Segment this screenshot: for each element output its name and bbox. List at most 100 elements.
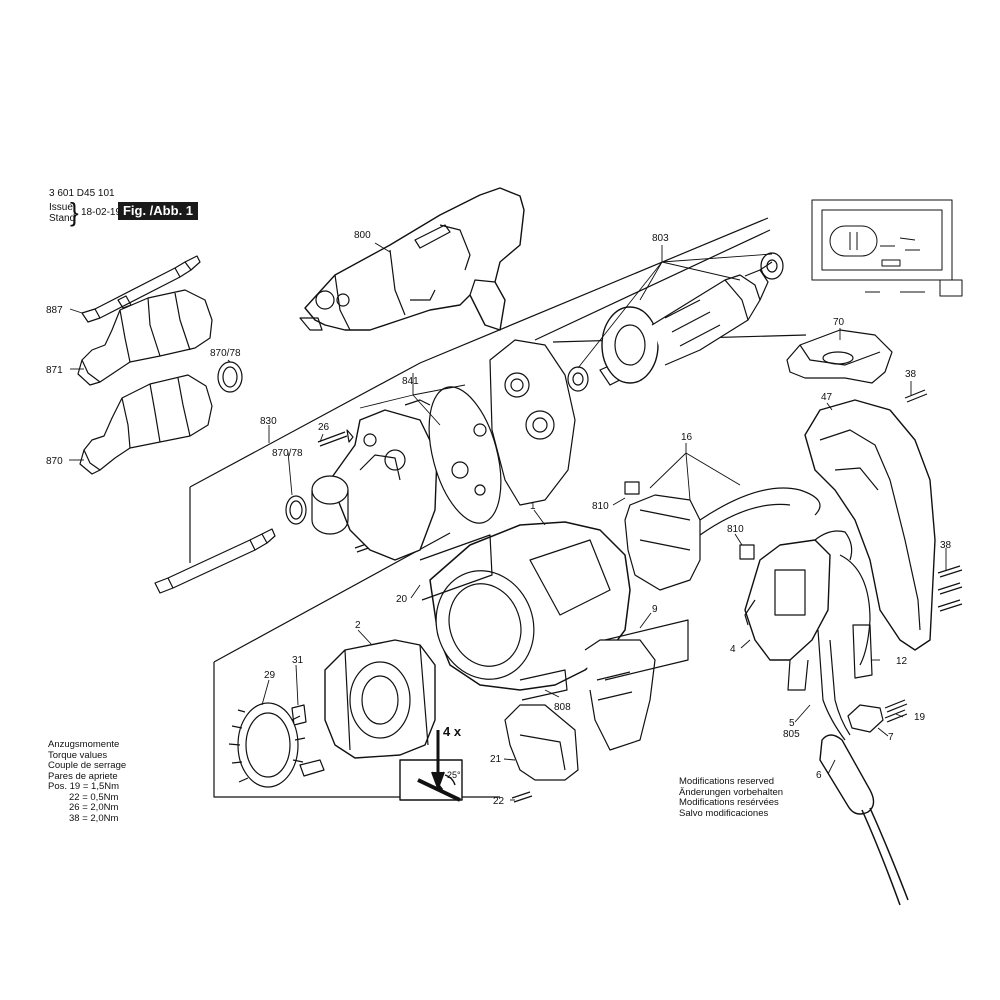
screw-38-right-c [937, 599, 963, 612]
callout-870: 870 [46, 456, 63, 467]
cable-clamp-12 [852, 624, 873, 679]
callout-810-left: 810 [592, 501, 609, 512]
callout-12: 12 [896, 656, 908, 667]
torque-line: 26 = 2,0Nm [69, 802, 119, 813]
modifications-line: Modifications reserved [679, 776, 775, 787]
bit-holder-887 [81, 255, 201, 323]
switch-cover-70 [786, 329, 893, 384]
modifications-line: Änderungen vorbehalten [679, 786, 784, 798]
attachment-nose-800 [299, 187, 525, 331]
cover-21 [504, 704, 579, 781]
callout-887: 887 [46, 305, 63, 316]
screw-26 [317, 431, 348, 447]
callout-70: 70 [833, 317, 845, 328]
modifications-line: Modifications resérvées [679, 797, 779, 808]
frame-line-upper [189, 217, 769, 488]
callout-5: 5 [789, 718, 795, 729]
callout-808: 808 [554, 702, 571, 713]
callout-38-upper: 38 [905, 369, 917, 380]
torque-values-block: Anzugsmomente Torque values Couple de se… [48, 739, 127, 824]
assembly-note-box [399, 730, 463, 802]
bit-holder-lower [154, 528, 276, 594]
brace-glyph: } [70, 197, 79, 227]
torque-line: 22 = 0,5Nm [69, 791, 119, 803]
torque-line: Anzugsmomente [48, 739, 120, 750]
motor-housing-1 [429, 521, 656, 751]
callout-870-78-lower: 870/78 [272, 448, 303, 459]
callout-29: 29 [264, 670, 276, 681]
cable-upper [814, 530, 853, 561]
screw-38-right-b [937, 582, 963, 595]
callout-6: 6 [816, 770, 822, 781]
issue-date: 18-02-19 [81, 207, 122, 218]
callout-803: 803 [652, 233, 669, 244]
callout-22: 22 [493, 796, 505, 807]
frame-line-armature [534, 229, 771, 341]
clamp-plate-7 [847, 704, 884, 733]
callout-810-right: 810 [727, 524, 744, 535]
wiring-schematic [811, 199, 963, 297]
callout-26: 26 [318, 422, 330, 433]
depth-locator-871 [77, 289, 213, 386]
fan-29 [228, 702, 325, 788]
callout-19: 19 [914, 712, 926, 723]
callout-9: 9 [652, 604, 658, 615]
screw-22 [511, 791, 533, 803]
torque-line: Torque values [48, 749, 108, 761]
brush-holder-16 [624, 481, 821, 591]
leader-lines [69, 242, 947, 801]
callout-805: 805 [783, 729, 800, 740]
torque-line: Pos. 19 = 1,5Nm [48, 781, 120, 792]
callout-38-right: 38 [940, 540, 952, 551]
callout-800: 800 [354, 230, 371, 241]
field-2 [324, 639, 436, 759]
power-cord-6 [819, 734, 909, 906]
figure-label: Fig. /Abb. 1 [118, 202, 198, 220]
callout-20: 20 [396, 594, 408, 605]
bearing-plate [489, 339, 576, 506]
callout-870-78-upper: 870/78 [210, 348, 241, 359]
screw-38-upper [904, 389, 928, 403]
callout-7: 7 [888, 732, 894, 743]
modifications-line: Salvo modificaciones [679, 807, 769, 819]
gear-plate-841 [404, 386, 502, 524]
label-20 [419, 534, 493, 601]
part-number: 3 601 D45 101 [49, 188, 115, 199]
label-9 [604, 619, 689, 681]
screw-19-a [884, 699, 908, 713]
callout-16: 16 [681, 432, 693, 443]
label-808 [519, 669, 568, 701]
switch-4 [744, 539, 831, 691]
cable-lower [817, 629, 846, 741]
callout-31: 31 [292, 655, 304, 666]
stand-label: Stand [49, 213, 76, 224]
torque-line: Pares de apriete [48, 770, 118, 782]
callout-1: 1 [530, 501, 536, 512]
armature-803 [599, 261, 773, 386]
bearing-right [760, 252, 784, 280]
issue-label: Issue [49, 202, 73, 213]
callout-2: 2 [355, 620, 361, 631]
bearing-small [567, 366, 589, 392]
callout-841: 841 [402, 376, 419, 387]
torque-line: 38 = 2,0Nm [69, 812, 119, 824]
gear-housing-830 [311, 409, 438, 561]
pin-31 [291, 704, 307, 726]
ring-870-78-lower [285, 495, 307, 525]
nose-piece-870 [79, 374, 213, 475]
callout-4: 4 [730, 644, 736, 655]
callout-871: 871 [46, 365, 63, 376]
assembly-multiplier: 4 x [443, 724, 462, 739]
housing-shell-47 [804, 399, 936, 651]
frame-line-mid [213, 532, 451, 663]
callout-830: 830 [260, 416, 277, 427]
assembly-angle: 25° [447, 770, 461, 780]
torque-line: Couple de serrage [48, 760, 127, 771]
screw-19-b [884, 709, 908, 723]
modifications-block: Modifications reserved Änderungen vorbeh… [679, 776, 784, 819]
callout-47: 47 [821, 392, 833, 403]
screw-38-right-a [937, 565, 963, 578]
callout-21: 21 [490, 754, 502, 765]
